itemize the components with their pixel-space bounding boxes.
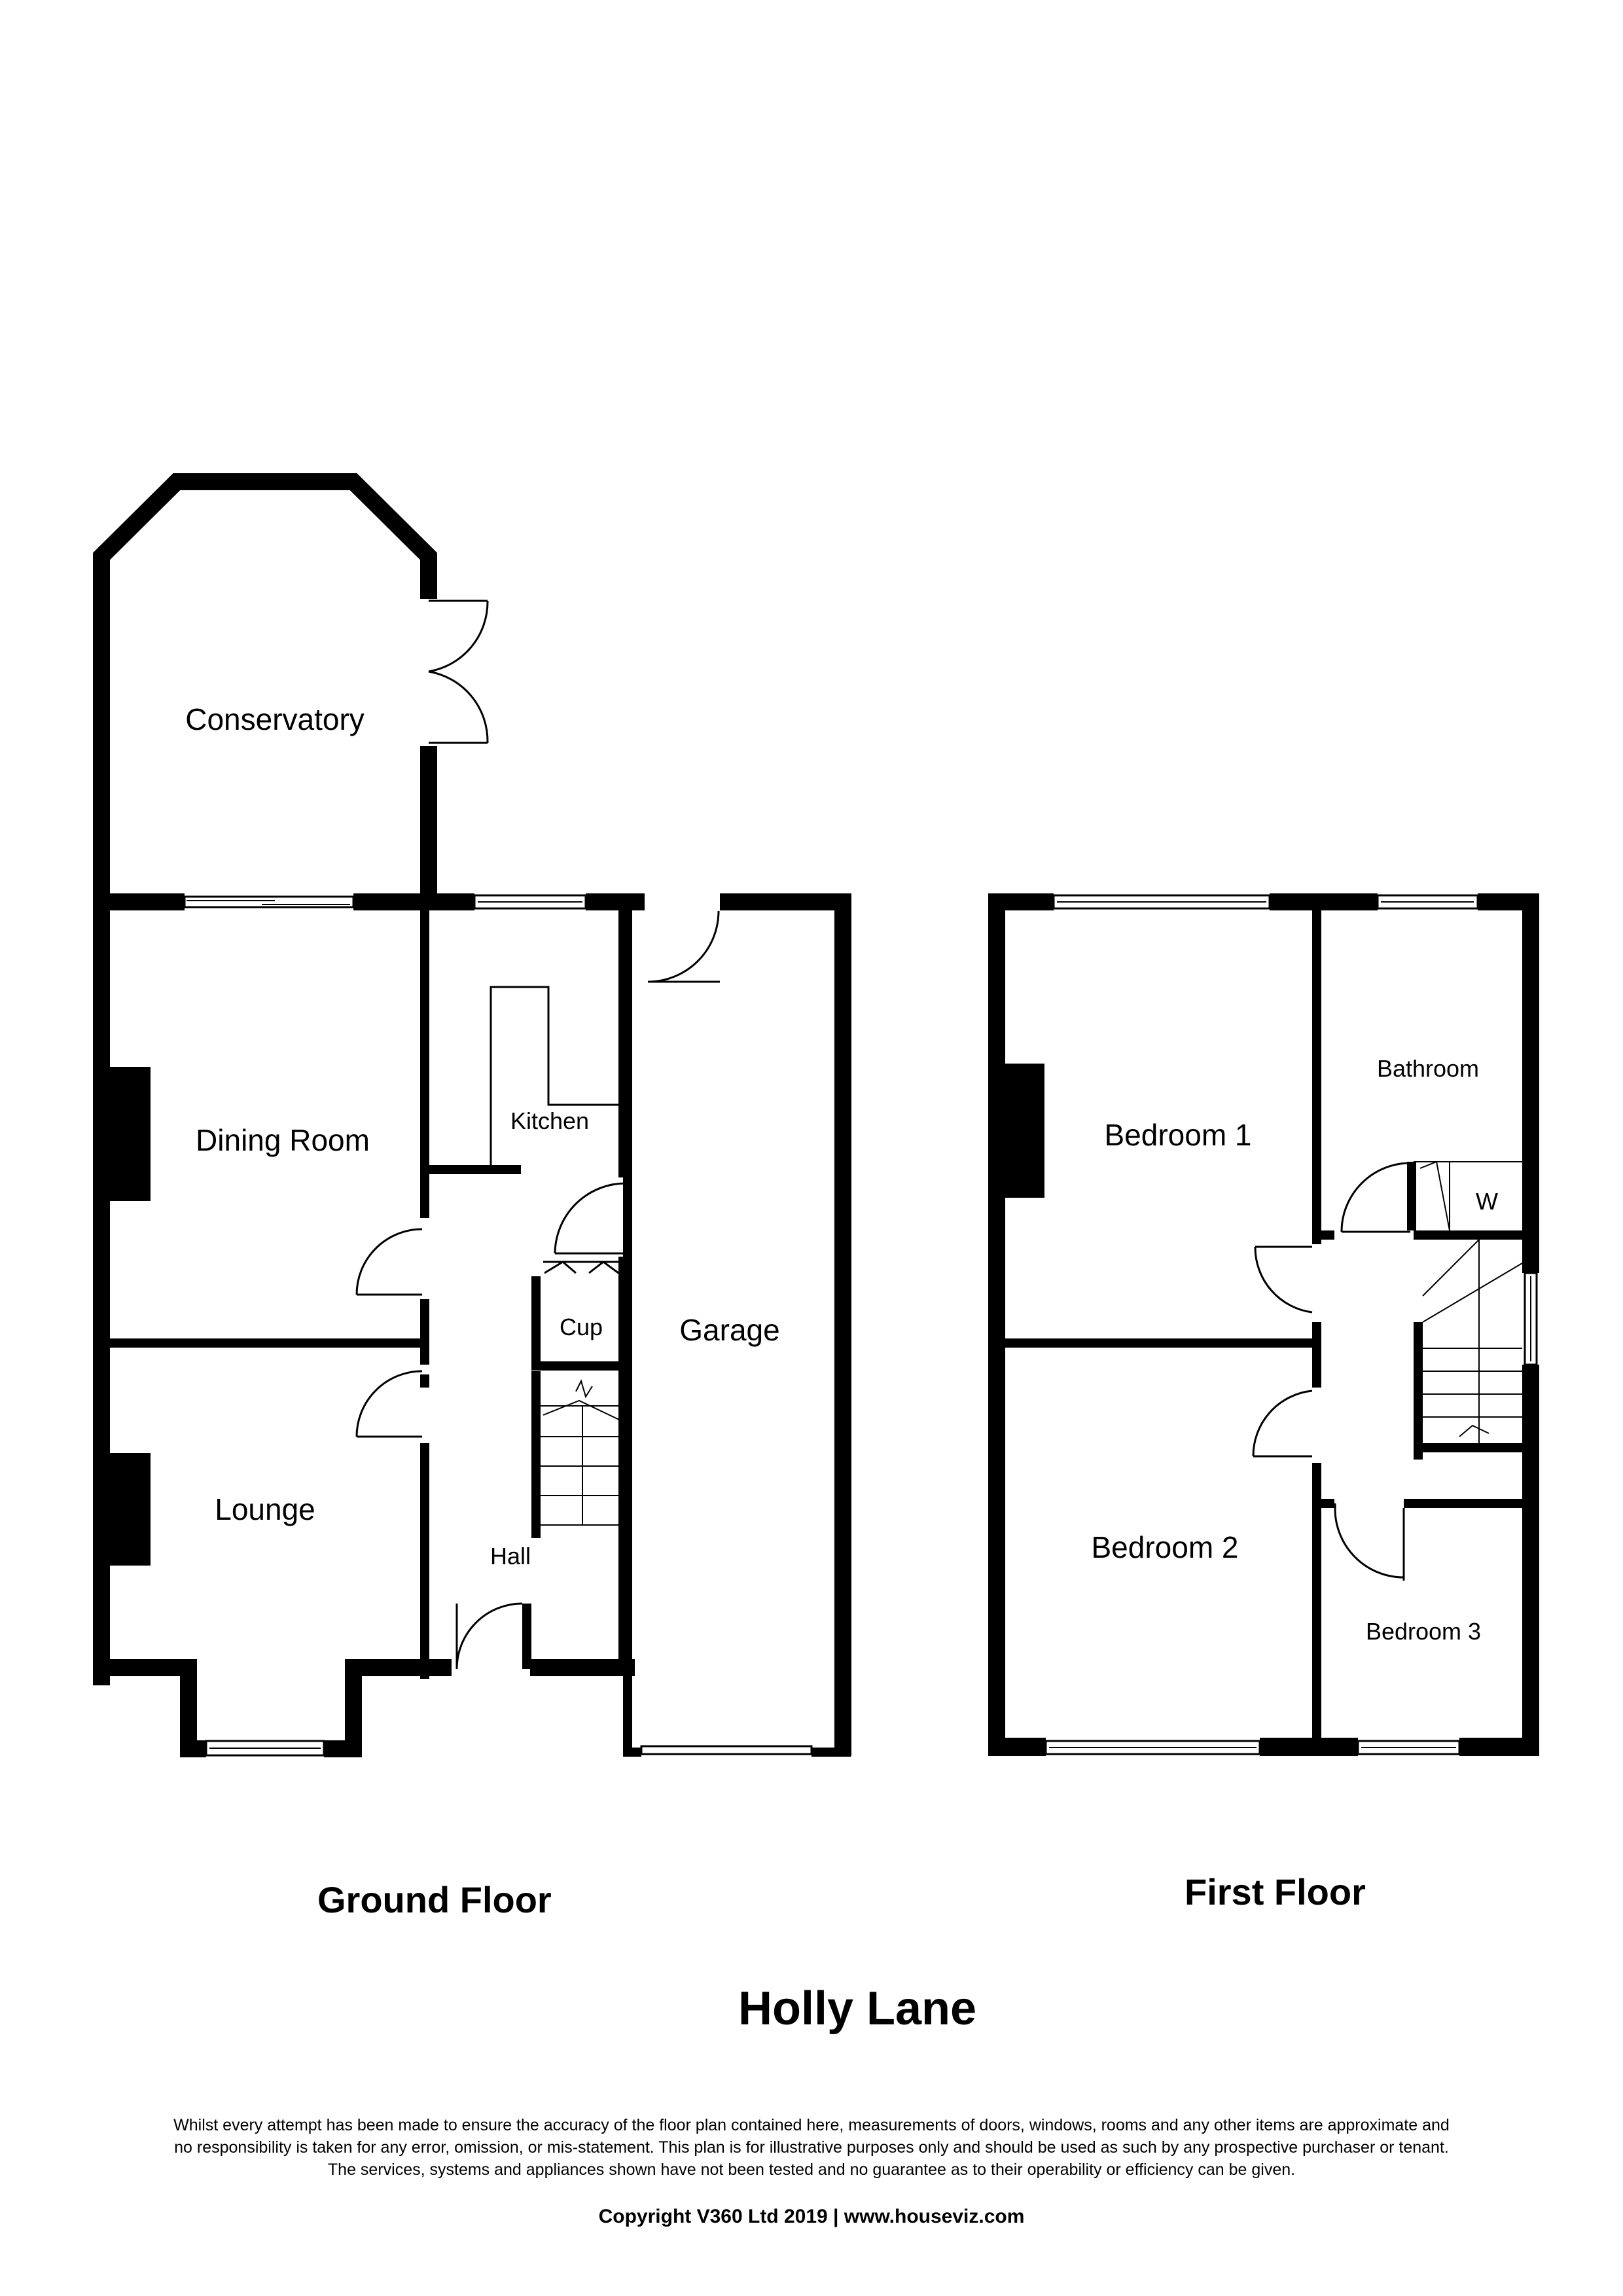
disclaimer: Whilst every attempt has been made to en… — [39, 2114, 1584, 2181]
conservatory-wall — [93, 473, 437, 893]
room-label-lounge: Lounge — [215, 1492, 315, 1526]
first-floor-plan — [988, 893, 1539, 1756]
ground-floor-title: Ground Floor — [317, 1879, 552, 1920]
lounge-window — [205, 1740, 325, 1757]
disclaimer-line: no responsibility is taken for any error… — [174, 2138, 1449, 2157]
room-label-wardrobe: W — [1476, 1188, 1498, 1215]
bedroom-1-door — [1254, 1246, 1313, 1314]
garage-side-door — [647, 910, 720, 983]
first-floor-title: First Floor — [1185, 1871, 1366, 1912]
room-label-bedroom-1: Bedroom 1 — [1104, 1118, 1251, 1152]
first-floor-stairs — [1422, 1239, 1523, 1443]
room-labels: Conservatory Dining Room Kitchen Cup Gar… — [185, 702, 1498, 1645]
dining-door — [355, 1228, 423, 1296]
disclaimer-line: Whilst every attempt has been made to en… — [173, 2116, 1450, 2134]
room-label-conservatory: Conservatory — [185, 702, 365, 736]
room-label-kitchen: Kitchen — [510, 1107, 589, 1134]
room-label-dining-room: Dining Room — [196, 1123, 370, 1157]
wardrobe — [1414, 1160, 1522, 1231]
garage-door — [640, 1745, 813, 1755]
room-label-cup: Cup — [560, 1314, 603, 1340]
room-label-garage: Garage — [679, 1313, 779, 1347]
copyright: Copyright V360 Ltd 2019 | www.houseviz.c… — [598, 2206, 1025, 2227]
disclaimer-line: The services, systems and appliances sho… — [327, 2161, 1296, 2179]
ground-floor-plan — [93, 473, 851, 1757]
ground-stairs — [531, 1371, 621, 1538]
bedroom-3-window — [1357, 1740, 1461, 1755]
bathroom-window — [1376, 894, 1479, 910]
lounge-door — [355, 1370, 423, 1438]
bathroom-door — [1340, 1162, 1411, 1233]
room-label-bedroom-3: Bedroom 3 — [1366, 1618, 1481, 1645]
sliding-door — [183, 895, 355, 908]
bedroom-2-window — [1044, 1740, 1261, 1755]
kitchen-door — [554, 1182, 628, 1255]
bedroom-2-door — [1252, 1390, 1313, 1458]
front-door — [455, 1602, 523, 1670]
room-label-bedroom-2: Bedroom 2 — [1091, 1530, 1238, 1564]
conservatory-double-door — [428, 600, 489, 744]
room-label-hall: Hall — [490, 1543, 531, 1570]
bedroom-1-window — [1052, 894, 1271, 910]
plan-title: Holly Lane — [738, 1982, 977, 2035]
kitchen-window — [473, 894, 587, 910]
bedroom-3-door — [1334, 1503, 1405, 1581]
cupboard-doors — [543, 1261, 620, 1274]
landing-window — [1524, 1272, 1538, 1366]
room-label-bathroom: Bathroom — [1377, 1055, 1479, 1082]
